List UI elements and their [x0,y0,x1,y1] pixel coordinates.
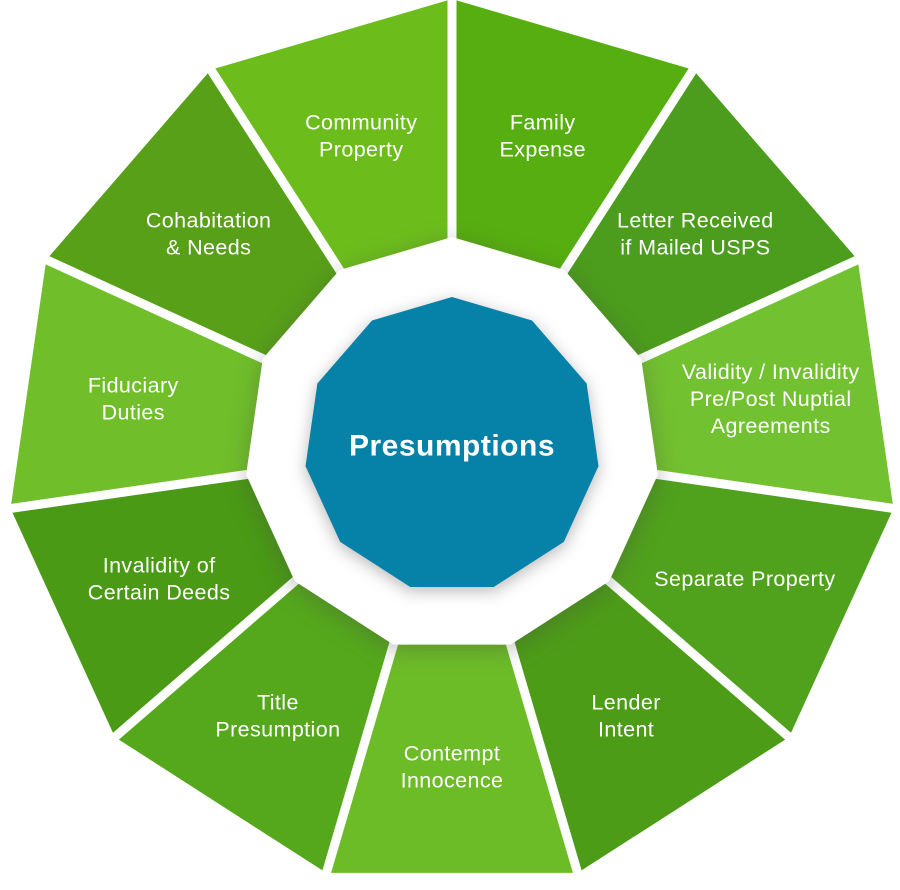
segment-label-line: Validity / Invalidity [682,360,860,384]
segment-label-line: Community [305,111,417,135]
segment-label-line: Pre/Post Nuptial [690,387,852,411]
segment-label-line: Title [257,690,299,714]
segment-label-line: Separate Property [654,567,835,591]
segment-label-line: Agreements [711,414,831,438]
segment-label-line: Presumption [215,717,340,741]
segment-contempt-innocence [326,445,578,873]
segment-label-line: & Needs [166,236,251,260]
segment-label-line: Invalidity of [103,553,216,577]
segment-label-line: Cohabitation [146,209,272,233]
segment-label-line: Expense [499,138,585,162]
segment-label-line: Letter Received [617,209,774,233]
segment-label-line: Lender [591,690,660,714]
segment-label-line: Fiduciary [88,374,179,398]
center-polygon [305,297,599,588]
segment-label-line: Family [510,111,576,135]
segment-label-line: Property [319,138,403,162]
segment-label-invalidity-of-certain-deeds: Invalidity of Certain Deeds [88,553,231,604]
segment-label-separate-property: Separate Property [654,567,835,591]
segment-label-cohabitation-needs: Cohabitation & Needs [146,209,272,260]
segment-label-line: Contempt [404,742,500,766]
center-label: Presumptions [349,430,555,463]
segment-label-line: Innocence [401,769,504,793]
segment-label-line: Intent [598,717,654,741]
segment-label-line: Certain Deeds [88,580,231,604]
segment-label-letter-received-if-mailed-usps: Letter Received if Mailed USPS [617,209,774,260]
segment-label-line: if Mailed USPS [620,236,770,260]
segment-label-line: Duties [102,401,165,425]
